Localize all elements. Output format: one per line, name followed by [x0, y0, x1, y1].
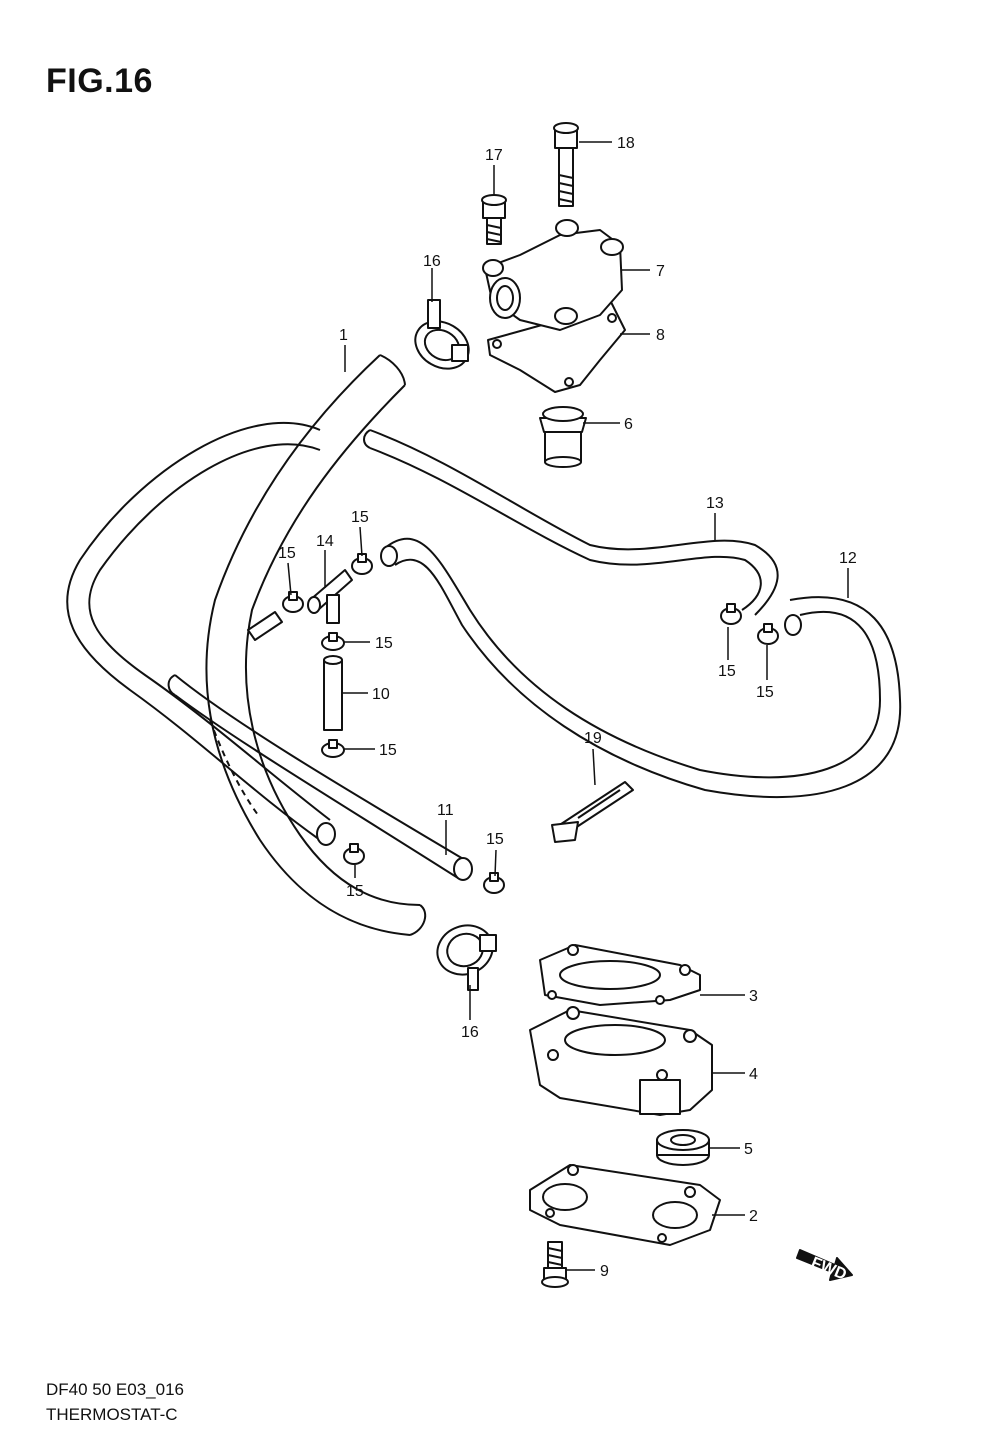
part-10-short-hose	[323, 655, 343, 731]
part-2-gasket	[529, 1164, 721, 1246]
part-12-hose	[380, 537, 902, 799]
callout-15-c: 15	[375, 635, 393, 652]
part-3-gasket	[539, 944, 701, 1006]
part-1-main-hose	[205, 354, 427, 936]
callout-17: 17	[485, 147, 503, 164]
part-16-clamp-bottom	[436, 924, 497, 991]
callout-15-e: 15	[346, 883, 364, 900]
callout-15-h: 15	[756, 684, 774, 701]
part-8-gasket	[487, 299, 626, 393]
callout-6: 6	[624, 416, 633, 433]
callout-10: 10	[372, 686, 390, 703]
fwd-label: FWD	[809, 1254, 849, 1283]
part-14-joint	[247, 569, 353, 641]
part-7-thermostat-cover	[482, 219, 624, 331]
callout-5: 5	[744, 1141, 753, 1158]
callout-3: 3	[749, 988, 758, 1005]
callout-4: 4	[749, 1066, 758, 1083]
model-code: DF40 50 E03_016	[46, 1380, 184, 1399]
part-4-housing	[529, 1006, 713, 1116]
part-13-hose	[363, 429, 779, 616]
callout-15-a: 15	[278, 545, 296, 562]
part-19-strap	[551, 781, 634, 843]
callout-15-b: 15	[351, 509, 369, 526]
callout-15-d: 15	[379, 742, 397, 759]
callout-13: 13	[706, 495, 724, 512]
callout-19: 19	[584, 730, 602, 747]
callout-labels: 1 2 3 4 5 6 7 8 9 10 11 12 13 14 15 15 1…	[278, 135, 857, 1280]
callout-14: 14	[316, 533, 334, 550]
part-16-clamp-top	[414, 299, 470, 370]
part-6-thermostat	[539, 406, 587, 468]
part-9-bolt	[541, 1241, 569, 1288]
section-name: THERMOSTAT-C	[46, 1405, 178, 1424]
callout-18: 18	[617, 135, 635, 152]
callout-16-top: 16	[423, 253, 441, 270]
callout-11: 11	[437, 802, 454, 819]
part-17-bolt	[481, 194, 507, 245]
figure-title: FIG.16	[46, 62, 153, 100]
part-11-hose	[66, 421, 473, 881]
callout-9: 9	[600, 1263, 609, 1280]
part-5-seal	[656, 1129, 710, 1166]
callout-15-g: 15	[718, 663, 736, 680]
callout-12: 12	[839, 550, 857, 567]
callout-16-bottom: 16	[461, 1024, 479, 1041]
fwd-direction-arrow: FWD	[796, 1249, 853, 1284]
part-15-clamps	[282, 553, 779, 894]
callout-1: 1	[339, 327, 348, 344]
callout-15-f: 15	[486, 831, 504, 848]
leader-lines	[287, 141, 849, 1271]
part-18-bolt	[553, 122, 579, 207]
callout-8: 8	[656, 327, 665, 344]
callout-2: 2	[749, 1208, 758, 1225]
callout-7: 7	[656, 263, 665, 280]
